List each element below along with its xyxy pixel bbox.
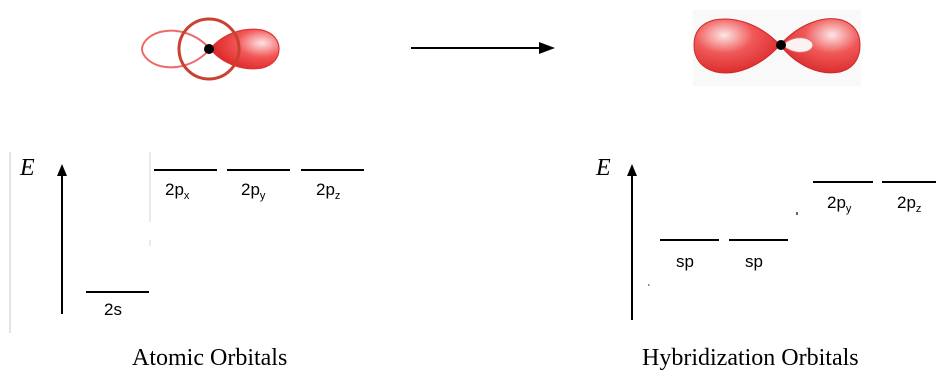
- atomic-axis-label: E: [20, 155, 35, 181]
- stray-mark: [796, 212, 798, 215]
- hybrid-lobe-small: [781, 37, 814, 53]
- nucleus-dot: [204, 44, 214, 54]
- hybrid-axis-label: E: [596, 155, 611, 181]
- stray-mark: [648, 284, 650, 286]
- hybrid-energy-axis: [627, 164, 637, 320]
- hybrid-lobe-large: [693, 18, 781, 74]
- level-sp1-label: sp: [676, 252, 694, 271]
- level-2py-hybrid-label: 2py: [827, 193, 852, 215]
- level-2px-label: 2px: [165, 180, 190, 202]
- level-2pz-hybrid-label: 2pz: [897, 193, 922, 215]
- right-arrow-icon: [411, 42, 555, 54]
- p-orbital-negative-lobe: [140, 29, 212, 69]
- level-2s-label: 2s: [104, 300, 122, 319]
- level-sp2-label: sp: [745, 252, 763, 271]
- nucleus-dot: [776, 40, 786, 50]
- level-2py-label: 2py: [241, 180, 266, 202]
- sp-hybrid-orbital-icon: [693, 10, 861, 86]
- atomic-caption: Atomic Orbitals: [132, 345, 288, 371]
- level-2pz-label: 2pz: [316, 180, 341, 202]
- hybrid-lobe-right: [779, 18, 861, 74]
- hybrid-caption: Hybridization Orbitals: [642, 345, 859, 371]
- p-orbital-positive-lobe: [209, 28, 280, 70]
- sp-orbital-mixing-icon: [140, 17, 280, 81]
- atomic-energy-axis: [57, 164, 67, 314]
- s-orbital-circle: [177, 17, 241, 81]
